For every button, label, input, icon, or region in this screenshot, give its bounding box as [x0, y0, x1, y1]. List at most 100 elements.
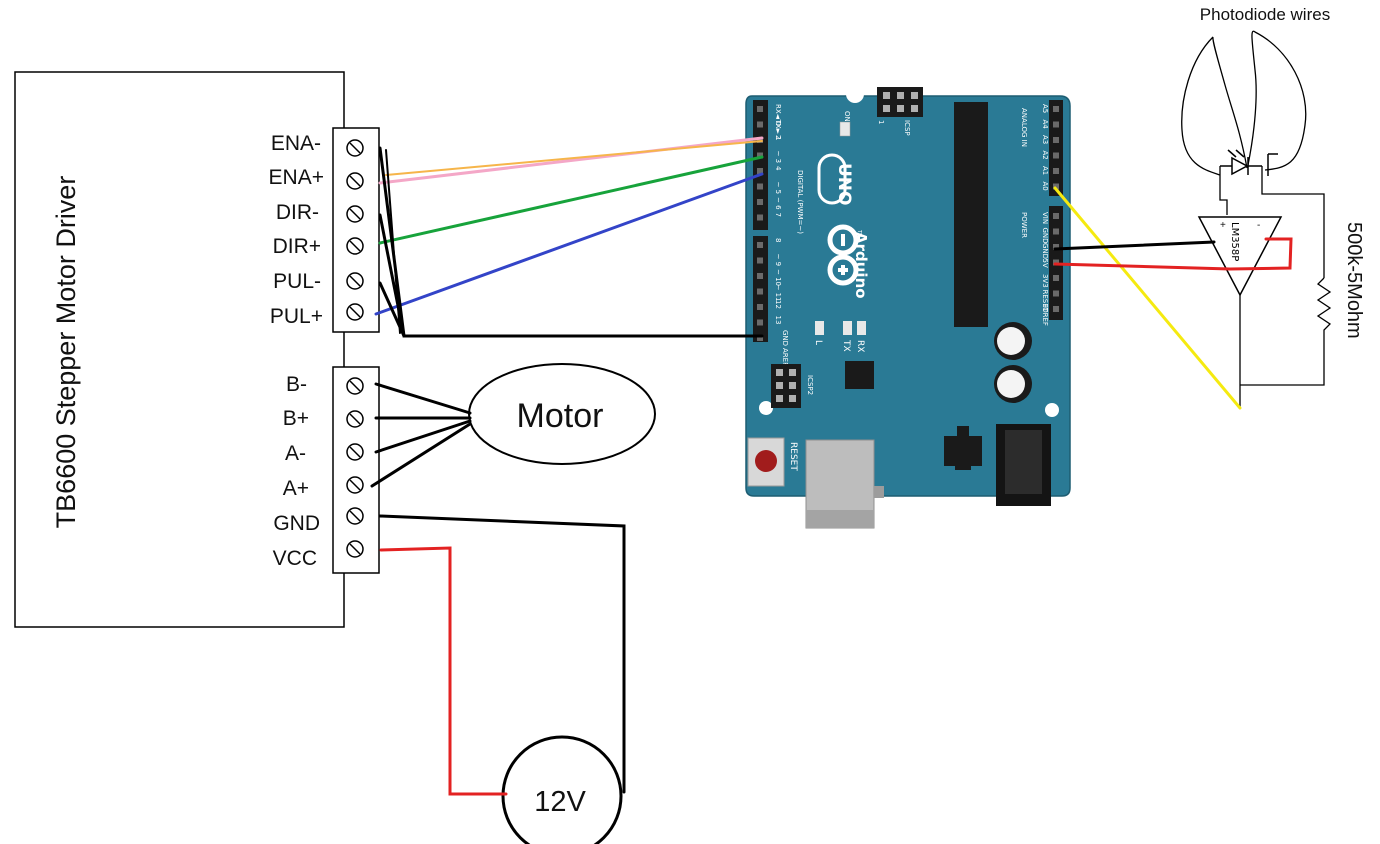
header-pin	[1053, 121, 1059, 128]
analog-pin-label: A3	[1041, 135, 1049, 144]
digital-pin-label: 4	[774, 166, 782, 171]
pin-a-plus: A+	[283, 477, 309, 500]
power-pin-label: 5V	[1041, 259, 1049, 268]
terminal-screw-icon	[346, 476, 364, 494]
wire-dir-plus-green	[378, 155, 764, 245]
gnd-label-digital: GND	[781, 330, 789, 346]
photodiode-lead-plus	[1219, 166, 1228, 215]
header-pin	[757, 273, 763, 279]
icsp-label: ICSP	[903, 120, 911, 136]
header-pin	[1053, 106, 1059, 112]
wire-a0-yellow	[1053, 186, 1242, 410]
led-l	[815, 321, 824, 335]
terminal-screw-icon	[346, 540, 364, 558]
mount-hole	[759, 401, 773, 415]
aref-label: AREF	[781, 348, 789, 366]
terminal-screw-icon	[346, 205, 364, 223]
header-pin	[1053, 228, 1059, 235]
terminal-screw-icon	[346, 410, 364, 428]
arduino-logo: UNO Arduino TM	[817, 153, 870, 299]
power-pin-label: GND	[1041, 243, 1049, 259]
pin-b-plus: B+	[283, 407, 309, 430]
header-pin	[1053, 137, 1059, 143]
pin-a-minus: A-	[285, 442, 306, 465]
digital-pin-label: ~ 5	[774, 182, 782, 195]
header-pins	[757, 106, 1059, 341]
pin-pul-plus: PUL+	[270, 305, 323, 328]
photodiode-label: Photodiode wires	[1200, 5, 1330, 24]
header-pin	[1053, 183, 1059, 190]
pin-dir-minus: DIR-	[276, 201, 319, 224]
motor-label: Motor	[517, 397, 604, 435]
pin-ena-minus: ENA-	[271, 132, 321, 155]
header-pin	[1053, 213, 1059, 219]
mount-hole	[1045, 403, 1059, 417]
header-pin	[757, 319, 763, 326]
opamp-label: LM358P	[1229, 222, 1240, 261]
photodiode-wire-right	[1247, 30, 1307, 171]
power-supply-circle	[501, 735, 623, 844]
header-pin	[1053, 152, 1059, 159]
header-pin	[757, 242, 763, 248]
power-pin-label: RESET	[1041, 290, 1049, 313]
digital-pin-label: 13	[774, 316, 782, 325]
led-l-label: L	[813, 340, 823, 345]
atmega-chip	[954, 102, 988, 327]
header-pin	[757, 304, 763, 310]
power-pin-label: GND	[1041, 228, 1049, 244]
pin-gnd: GND	[273, 512, 320, 535]
header-pin	[757, 121, 763, 128]
digital-pin-label: ~ 3	[774, 151, 782, 164]
header-pin	[757, 137, 763, 143]
digital-pin-label: ~ 11	[774, 285, 782, 302]
analog-pin-label: A0	[1041, 182, 1049, 191]
reset-label: RESET	[788, 442, 798, 471]
led-tx	[843, 321, 852, 335]
header-pin	[1053, 306, 1059, 312]
analog-pin-label: A4	[1041, 120, 1049, 130]
usb-port-base	[806, 510, 874, 528]
digital-pin-label: ~ 10	[774, 269, 782, 286]
analog-label: ANALOG IN	[1020, 108, 1028, 147]
opamp-plus: +	[1220, 220, 1226, 231]
header-pin	[757, 106, 763, 112]
terminal-screw-icon	[346, 237, 364, 255]
led-rx	[857, 321, 866, 335]
icsp-pin1-label: 1	[877, 120, 885, 124]
digital-pin-label: TX► 1	[774, 119, 782, 141]
digital-pin-label: 2	[774, 135, 782, 139]
pin-b-minus: B-	[286, 373, 307, 396]
power-label: POWER	[1020, 212, 1028, 238]
header-pin	[757, 199, 763, 205]
led-rx-label: RX	[855, 340, 865, 352]
terminal-screw-icon	[346, 507, 364, 525]
wire-gnd-dir-minus	[378, 213, 406, 338]
power-pin-label: IOREF	[1041, 305, 1049, 326]
wire-pul-plus-blue	[374, 172, 764, 316]
terminal-screw-icon	[346, 172, 364, 190]
analog-pin-label: A1	[1041, 166, 1049, 175]
wire-ena-plus-pink	[378, 136, 764, 185]
resistor-icon	[1240, 277, 1332, 386]
wire-motor-a-plus	[370, 422, 472, 488]
terminal-screw-icon	[346, 303, 364, 321]
header-pin	[757, 168, 763, 174]
motor: Motor	[468, 363, 656, 465]
header-pin	[1053, 168, 1059, 174]
photodiode-lead-minus	[1261, 166, 1325, 278]
trademark-label: TM	[856, 229, 862, 237]
terminal-block-bottom	[332, 366, 380, 574]
analog-header	[1049, 100, 1063, 196]
icsp2-header	[771, 364, 801, 408]
arduino-brand-label: Arduino	[852, 232, 870, 299]
reset-button[interactable]	[755, 450, 777, 472]
power-supply: 12V	[501, 735, 623, 844]
digital-header-1	[753, 100, 768, 230]
power-pin-label: 3V3	[1041, 274, 1049, 288]
power-supply-label: 12V	[534, 786, 586, 818]
resistor-label: 500k-5Mohm	[1343, 222, 1365, 339]
power-pin-label: VIN	[1041, 212, 1049, 224]
terminal-screw-icon	[346, 443, 364, 461]
